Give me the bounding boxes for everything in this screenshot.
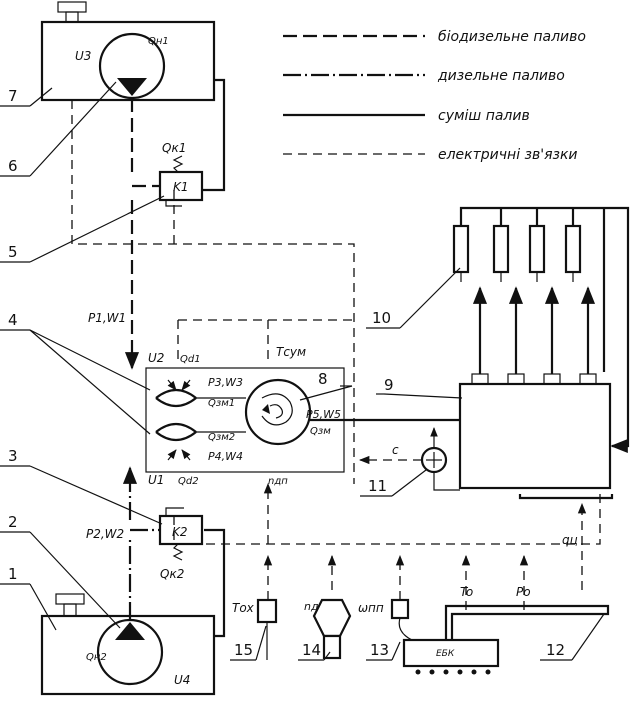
injectors	[452, 224, 582, 282]
top-tank: U3 Qн1	[40, 1, 216, 102]
callout-14: 14	[302, 641, 321, 659]
label-p1w1: P1,W1	[88, 311, 126, 325]
temperature-sensor-tox: Tох	[232, 598, 278, 660]
label-qn1: Qн1	[148, 36, 169, 47]
label-u3: U3	[75, 49, 91, 63]
label-qzm2: Qзм2	[208, 432, 235, 443]
label-ndp: nдп	[268, 476, 288, 487]
callout-8: 8	[318, 370, 328, 388]
label-po: Po	[516, 585, 531, 599]
legend-item-biodiesel: біодизельне паливо	[283, 29, 586, 45]
valve-k1-spring-icon	[172, 155, 184, 173]
ambient-sensor-panel: To Po	[444, 585, 610, 640]
callout-13: 13	[370, 641, 389, 659]
pump-triangle-bottom-icon	[115, 622, 145, 640]
legend-item-diesel: дизельне паливо	[283, 68, 565, 84]
valve-k1: K1 Qк1	[132, 141, 204, 207]
label-p4w4: P4,W4	[208, 450, 243, 463]
label-u4: U4	[174, 673, 190, 687]
label-c: c	[392, 443, 399, 457]
label-qts: qц	[562, 533, 578, 547]
ebk-block: ЕБК	[402, 638, 500, 675]
callout-4: 4	[8, 311, 18, 329]
label-k1: K1	[173, 180, 189, 194]
callout-7: 7	[8, 87, 18, 105]
pump-triangle-top-icon	[117, 78, 147, 96]
speed-sensor-wpp: ωпп	[358, 598, 413, 641]
label-p3w3: P3,W3	[208, 376, 243, 389]
legend-item-electric: електричні зв'язки	[283, 147, 578, 163]
label-ebk: ЕБК	[436, 649, 455, 659]
label-qzm1: Qзм1	[208, 398, 235, 409]
fuel-flow-sensor: c	[358, 427, 460, 491]
label-qd1: Qd1	[180, 354, 201, 365]
callout-12: 12	[546, 641, 565, 659]
callout-11: 11	[368, 477, 387, 495]
mixer-unit: U2 Qd1 P3,W3 Qзм1 Qзм2 P4,W4 U1 Qd2 P5,W…	[145, 345, 345, 487]
label-k2: K2	[172, 525, 188, 539]
legend-label-electric: електричні зв'язки	[438, 147, 578, 163]
valve-k2: K2 Qк2	[130, 507, 204, 581]
valve-k2-spring-icon	[172, 543, 184, 561]
label-p2w2: P2,W2	[86, 527, 124, 541]
label-tsum: Tсум	[276, 345, 306, 359]
legend-item-mixture: суміш палив	[283, 108, 530, 124]
callout-15: 15	[234, 641, 253, 659]
label-ng: nд	[304, 600, 319, 613]
callout-6: 6	[8, 157, 18, 175]
rotation-speed-sensor-nd: nд	[304, 598, 352, 660]
callout-1: 1	[8, 565, 18, 583]
label-qk1: Qк1	[162, 141, 186, 155]
label-qzm: Qзм	[310, 426, 331, 437]
callout-10: 10	[372, 309, 391, 327]
label-wpp: ωпп	[358, 601, 384, 615]
label-qn2: Qн2	[86, 652, 107, 663]
label-tox: Tох	[232, 601, 255, 615]
legend-label-mixture: суміш палив	[438, 108, 530, 124]
callout-9: 9	[384, 376, 394, 394]
label-qk2: Qк2	[160, 567, 184, 581]
callout-3: 3	[8, 447, 18, 465]
label-u1: U1	[148, 473, 164, 487]
callouts: 7 6 5 4 3 2 1 8 9 10 11 12	[0, 81, 605, 661]
legend-label-biodiesel: біодизельне паливо	[438, 29, 586, 45]
callout-5: 5	[8, 243, 18, 261]
label-u2: U2	[148, 351, 164, 365]
callout-2: 2	[8, 513, 18, 531]
legend-label-diesel: дизельне паливо	[437, 68, 565, 84]
injection-pump	[458, 373, 612, 490]
bottom-tank: Qн2 U4	[40, 593, 216, 696]
legend: біодизельне паливо дизельне паливо суміш…	[283, 29, 586, 163]
label-qd2: Qd2	[178, 476, 199, 487]
label-p5w5: P5,W5	[306, 408, 341, 421]
label-to: To	[460, 585, 473, 599]
